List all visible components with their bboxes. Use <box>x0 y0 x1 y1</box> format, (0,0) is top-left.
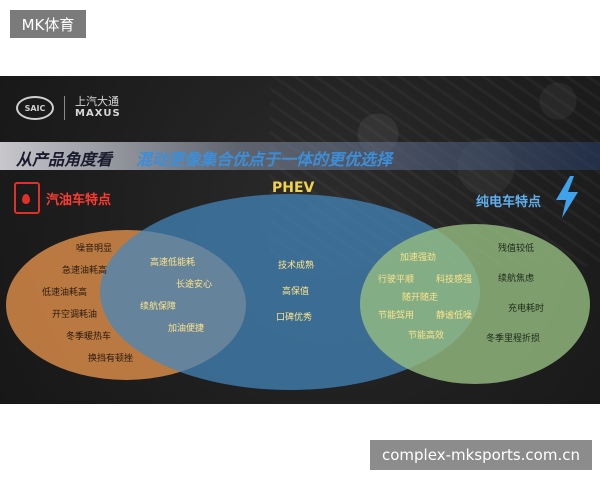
phev-label: PHEV <box>272 180 315 196</box>
hev-phev-item: 续航保障 <box>140 302 177 312</box>
logo-divider <box>64 96 65 120</box>
title-bar <box>0 142 600 170</box>
bev-phev-item: 科技感强 <box>436 275 473 285</box>
phev-item: 口碑优秀 <box>276 313 313 323</box>
hev-label: 汽油车特点 <box>46 193 112 208</box>
brand-logo: SAIC 上汽大通 MAXUS <box>16 96 121 120</box>
hev-item: 低速油耗高 <box>42 288 88 298</box>
bev-item: 充电耗时 <box>508 304 545 314</box>
bev-phev-item: 随开随走 <box>402 293 439 303</box>
bev-ellipse <box>360 224 590 384</box>
bev-item: 冬季里程折损 <box>486 334 541 344</box>
bev-item: 续航焦虑 <box>498 274 535 284</box>
bev-phev-item: 节能驾用 <box>378 311 415 321</box>
hev-item: 换挡有顿挫 <box>88 354 134 364</box>
fuel-pump-icon <box>14 182 40 214</box>
hev-item: 噪音明显 <box>76 244 113 254</box>
phev-item: 高保值 <box>282 287 310 297</box>
bev-phev-item: 静谧低噪 <box>436 311 473 321</box>
hev-phev-item: 加油便捷 <box>168 324 205 334</box>
footer-watermark: complex-mksports.com.cn <box>370 440 592 470</box>
hev-item: 开空调耗油 <box>52 310 98 320</box>
bev-label: 纯电车特点 <box>476 195 542 210</box>
maxus-logo: 上汽大通 MAXUS <box>75 95 121 120</box>
slide-title-right: 混动更像集合优点于一体的更优选择 <box>136 150 393 169</box>
hev-phev-item: 长途安心 <box>176 280 213 290</box>
watermark-tag: MK体育 <box>10 10 86 38</box>
bev-item: 残值较低 <box>498 244 535 254</box>
bev-phev-item: 加速强劲 <box>400 253 437 263</box>
lightning-bolt-icon <box>556 176 578 218</box>
bev-phev-item: 节能高效 <box>408 331 445 341</box>
hev-item: 冬季暖热车 <box>66 332 112 342</box>
phev-item: 技术成熟 <box>278 261 315 271</box>
saic-logo-icon: SAIC <box>16 96 54 120</box>
hev-phev-item: 高速低能耗 <box>150 258 196 268</box>
slide-image: SAIC 上汽大通 MAXUS 从产品角度看 混动更像集合优点于一体的更优选择 … <box>0 76 600 404</box>
bev-phev-item: 行驶平顺 <box>378 275 415 285</box>
hev-item: 急速油耗高 <box>62 266 108 276</box>
slide-title-left: 从产品角度看 <box>16 150 113 169</box>
